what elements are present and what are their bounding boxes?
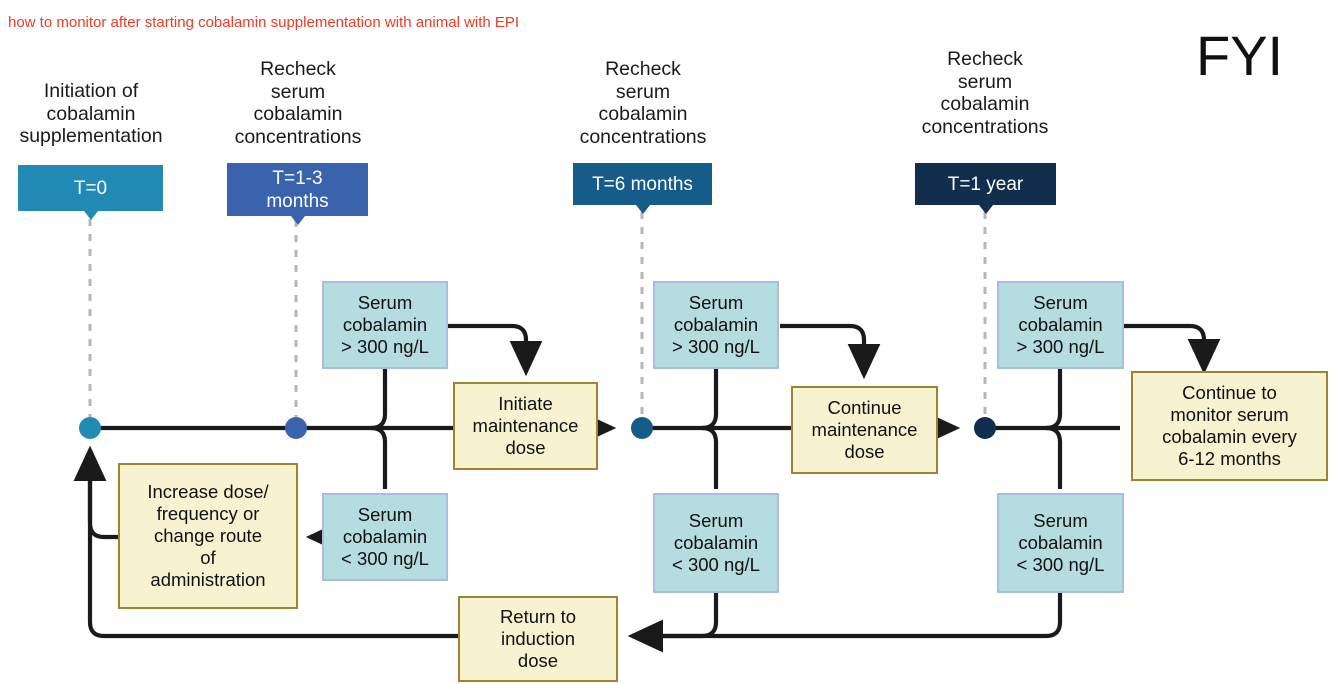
column-caption-2: Recheck serum cobalamin concentrations: [234, 58, 362, 148]
node-serum-low-2[interactable]: Serum cobalamin < 300 ng/L: [653, 493, 779, 593]
badge-tail-3: [635, 205, 650, 214]
edge-low2-return: [627, 593, 719, 653]
time-badge-t0[interactable]: T=0: [18, 165, 163, 220]
node-serum-high-2[interactable]: Serum cobalamin > 300 ng/L: [653, 281, 779, 369]
time-badge-label-2: T=1-3 months: [266, 167, 329, 212]
branch4-up: [1045, 368, 1063, 431]
edge-high3-monitor: [1124, 323, 1221, 375]
badge-tail-4: [978, 205, 993, 214]
time-badge-label-1: T=0: [73, 177, 108, 199]
branch3-up: [701, 368, 719, 431]
badge-tail-2: [290, 216, 305, 225]
timeline-dot-2[interactable]: [285, 417, 307, 439]
node-continue-monitor[interactable]: Continue to monitor serum cobalamin ever…: [1131, 371, 1328, 481]
branch3-down: [701, 425, 719, 489]
timeline-dot-1[interactable]: [79, 417, 101, 439]
node-serum-high-1[interactable]: Serum cobalamin > 300 ng/L: [322, 281, 448, 369]
column-caption-4: Recheck serum cobalamin concentrations: [921, 48, 1049, 138]
timeline-dot-4[interactable]: [974, 417, 996, 439]
branch4-down: [1045, 425, 1063, 489]
node-return-induction-dose[interactable]: Return to induction dose: [458, 596, 618, 682]
node-serum-low-3[interactable]: Serum cobalamin < 300 ng/L: [997, 493, 1124, 593]
column-caption-1: Initiation of cobalamin supplementation: [19, 80, 163, 147]
time-badge-t1-3-months[interactable]: T=1-3 months: [227, 163, 368, 225]
column-caption-3: Recheck serum cobalamin concentrations: [579, 58, 707, 148]
page-title: how to monitor after starting cobalamin …: [8, 14, 520, 31]
edge-return-recycle: [73, 445, 458, 639]
edge-increase-recycle: [73, 445, 118, 540]
fyi-badge: FYI: [1196, 24, 1284, 87]
node-serum-high-3[interactable]: Serum cobalamin > 300 ng/L: [997, 281, 1124, 369]
node-increase-dose[interactable]: Increase dose/ frequency or change route…: [118, 463, 298, 609]
time-badge-label-4: T=1 year: [947, 173, 1024, 195]
time-badge-t6-months[interactable]: T=6 months: [573, 163, 712, 214]
branch2-down: [370, 425, 388, 489]
time-badge-label-3: T=6 months: [592, 173, 693, 195]
node-serum-low-1[interactable]: Serum cobalamin < 300 ng/L: [322, 493, 448, 581]
timeline-dot-3[interactable]: [631, 417, 653, 439]
edge-low3-return: [627, 593, 1063, 653]
node-continue-maintenance-dose[interactable]: Continue maintenance dose: [791, 386, 938, 474]
branch2-up: [370, 368, 388, 431]
node-initiate-maintenance-dose[interactable]: Initiate maintenance dose: [453, 382, 598, 470]
badge-tail-1: [83, 211, 98, 220]
edge-high1-initiate: [448, 323, 543, 377]
time-badge-t1-year[interactable]: T=1 year: [915, 163, 1056, 214]
edge-high2-continue: [780, 323, 881, 380]
guide-dashes: [88, 212, 987, 418]
